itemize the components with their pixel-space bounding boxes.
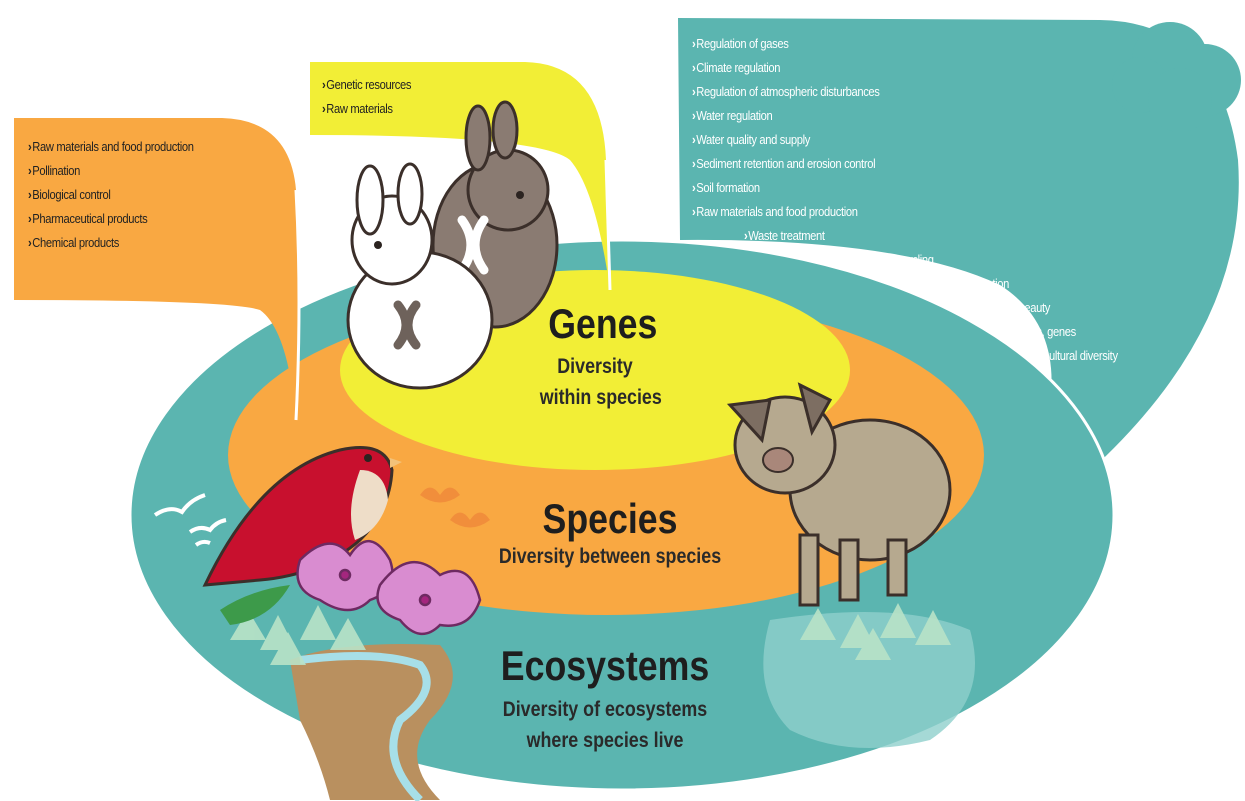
ecosystem-service-item: Climate regulation [692, 56, 1069, 80]
genes-service-item: Genetic resources [322, 73, 411, 97]
genes-title: Genes [548, 300, 642, 348]
ecosystem-service-item: Regulation of atmospheric disturbances [692, 80, 1069, 104]
species-services-list: Raw materials and food production Pollin… [28, 135, 221, 255]
ecosystem-service-item: Soil formation [692, 176, 1069, 200]
ecosystems-subtitle-line1: Diversity of ecosystems [490, 698, 720, 722]
ecosystem-service-item: Waste treatment [744, 224, 1077, 248]
ecosystem-service-item: Cultural diversity [1037, 344, 1118, 368]
ecosystem-service-item: Raw materials and food production [692, 200, 1069, 224]
river-icon [290, 644, 453, 800]
ecosystem-service-item: Recycling [884, 248, 1096, 272]
ecosystems-title: Ecosystems [490, 642, 720, 690]
ecosystems-subtitle-line2: where species live [490, 729, 720, 753]
ecosystem-service-item: Scenic beauty [980, 296, 1110, 320]
ecosystem-service-item: Water quality and supply [692, 128, 1069, 152]
species-service-item: Pollination [28, 159, 194, 183]
genes-service-item: Raw materials [322, 97, 411, 121]
ecosystem-service-item: Water regulation [692, 104, 1069, 128]
species-service-item: Raw materials and food production [28, 135, 194, 159]
species-service-item: Pharmaceutical products [28, 207, 194, 231]
species-service-item: Chemical products [28, 231, 194, 255]
species-service-item: Biological control [28, 183, 194, 207]
ecosystem-services-list: Regulation of gases Climate regulation R… [692, 32, 1131, 368]
ecosystem-service-item: Cultural recreation [920, 272, 1101, 296]
species-subtitle: Diversity between species [483, 545, 738, 569]
genes-services-list: Genetic resources Raw materials [322, 73, 426, 121]
species-title: Species [534, 495, 687, 543]
ecosystem-service-item: Regulation of gases [692, 32, 1069, 56]
ecosystem-service-item: Sediment retention and erosion control [692, 152, 1069, 176]
genes-subtitle-line1: Diversity [548, 355, 642, 379]
genes-subtitle-line2: within species [540, 386, 651, 410]
ecosystem-service-item: Species, genes [1000, 320, 1113, 344]
